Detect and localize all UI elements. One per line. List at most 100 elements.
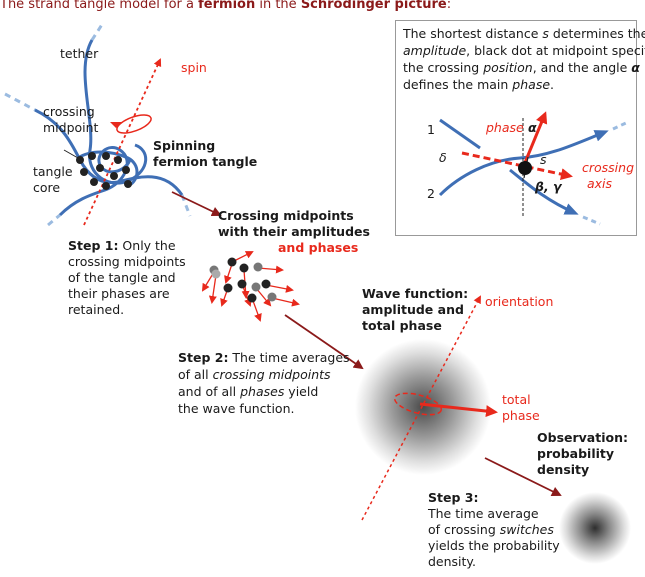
step1-line-4: their phases are — [68, 286, 170, 301]
crossing-midpoint-pointer — [63, 149, 79, 159]
tangle-strand-1 — [83, 39, 148, 185]
inset-label-2: 2 — [427, 186, 435, 201]
midpoint-dot — [251, 282, 261, 292]
observation-line-1: Observation: — [537, 430, 628, 445]
step1-line-5: retained. — [68, 302, 125, 317]
inset-label-crossing: crossing — [582, 160, 635, 175]
wave-line-1: Wave function: — [362, 286, 469, 301]
wave-function-blob — [355, 295, 498, 521]
midpoint-dot — [253, 262, 263, 272]
midpoint-dot — [211, 269, 221, 279]
tether-strand-left-dashed — [4, 92, 36, 112]
label-crossing: crossing — [43, 104, 95, 119]
inset-label-1: 1 — [427, 122, 435, 137]
label-core: core — [33, 180, 61, 195]
label-midpoint: midpoint — [43, 120, 99, 135]
wave-orientation-label: orientation — [485, 294, 554, 309]
figure-title: The strand tangle model for a fermion in… — [0, 0, 451, 12]
inset-crossing-axis — [461, 151, 573, 180]
step3-line-2: of crossing switches — [428, 522, 554, 537]
inset-strand-2-dashed — [612, 120, 629, 131]
step2-arrow — [284, 314, 364, 370]
midpoints-caption-line-1: Crossing midpoints — [218, 208, 354, 223]
step3-arrow — [484, 457, 562, 496]
spin-rotation-arrowhead — [110, 122, 122, 128]
crossing-dot — [96, 164, 104, 172]
midpoint-dot — [223, 283, 233, 293]
midpoint-dot — [267, 292, 277, 302]
title-picture: Schrödinger picture — [300, 0, 447, 12]
inset-text-line-1: The shortest distance s determines the — [403, 26, 645, 41]
inset-phase-arrow — [522, 111, 548, 166]
tether-strand-right-dashed — [180, 194, 192, 217]
midpoints-cluster — [201, 251, 300, 322]
crossing-dot — [80, 168, 88, 176]
inset-strand-1-lower — [509, 168, 579, 215]
midpoint-dot — [239, 263, 249, 273]
crossing-dot — [102, 152, 110, 160]
wave-line-3: total phase — [362, 318, 442, 333]
tangle-strand-3 — [58, 146, 132, 217]
observation-line-2: probability — [537, 446, 615, 461]
midpoints-caption-line-3: and phases — [278, 240, 359, 255]
observation-line-3: density — [537, 462, 590, 477]
step1-line-2: crossing midpoints — [68, 254, 186, 269]
crossing-dot — [122, 166, 130, 174]
step1-line-1: Step 1: Only the — [68, 238, 176, 253]
inset-label-delta: δ — [439, 150, 447, 165]
inset-label-beta-gamma: β, γ — [535, 179, 562, 194]
inset-label-axis: axis — [587, 176, 613, 191]
inset-text-line-3: the crossing position, and the angle α — [403, 60, 640, 75]
inset-text-line-4: defines the main phase. — [403, 77, 555, 92]
crossing-dot — [114, 156, 122, 164]
label-tether: tether — [60, 46, 99, 61]
title-suffix: : — [446, 0, 452, 12]
midpoint-dot — [237, 279, 247, 289]
step2-line-4: the wave function. — [178, 401, 295, 416]
inset-strand-2 — [438, 130, 609, 197]
inset-strand-1-upper — [439, 118, 481, 150]
label-tangle: tangle — [33, 164, 73, 179]
inset-midpoint-dot — [518, 161, 532, 175]
step3-line-0: Step 3: — [428, 490, 479, 505]
inset-label-alpha: α — [528, 120, 537, 135]
midpoints-caption-line-2: with their amplitudes — [218, 224, 370, 239]
tether-strand-top-dashed — [90, 22, 105, 41]
step2-line-2: of all crossing midpoints — [178, 367, 331, 382]
step1-line-3: of the tangle and — [68, 270, 176, 285]
label-spin: spin — [181, 60, 207, 75]
wave-function-density — [355, 339, 491, 475]
inset-label-phase: phase — [486, 120, 524, 135]
total-phase-arrow — [419, 402, 498, 418]
wave-total-label: total — [502, 392, 531, 407]
spin-axis — [83, 58, 162, 226]
step2-line-3: and of all phases yield — [178, 384, 319, 399]
inset-box — [395, 20, 637, 236]
wave-line-2: amplitude and — [362, 302, 464, 317]
inset-label-s: s — [540, 152, 547, 167]
wave-phase-label: phase — [502, 408, 540, 423]
label-spinning: Spinning — [153, 138, 216, 153]
title-prefix: The strand tangle model for a — [0, 0, 199, 12]
title-fermion: fermion — [198, 0, 256, 12]
title-mid: in the — [255, 0, 301, 12]
crossing-dot — [88, 152, 96, 160]
inset-strand-1-dashed — [582, 215, 601, 226]
midpoint-dot — [227, 257, 237, 267]
inset-text-line-2: amplitude, black dot at midpoint specifi… — [403, 43, 645, 58]
fermion-tangle — [4, 22, 192, 227]
midpoint-dot — [261, 279, 271, 289]
tether-strand-bottom-dashed — [47, 213, 61, 227]
inset-diagram — [438, 111, 629, 226]
probability-density-blob — [559, 492, 631, 564]
crossing-dot — [90, 178, 98, 186]
step1-arrow — [171, 191, 222, 217]
midpoint-dot — [247, 293, 257, 303]
label-fermion-tangle: fermion tangle — [153, 154, 258, 169]
crossing-dot — [124, 180, 132, 188]
phase-rotation-ellipse — [393, 392, 443, 416]
spin-rotation-ellipse — [116, 114, 152, 134]
tangle-strand-2 — [34, 108, 184, 196]
step3-line-4: density. — [428, 554, 477, 569]
